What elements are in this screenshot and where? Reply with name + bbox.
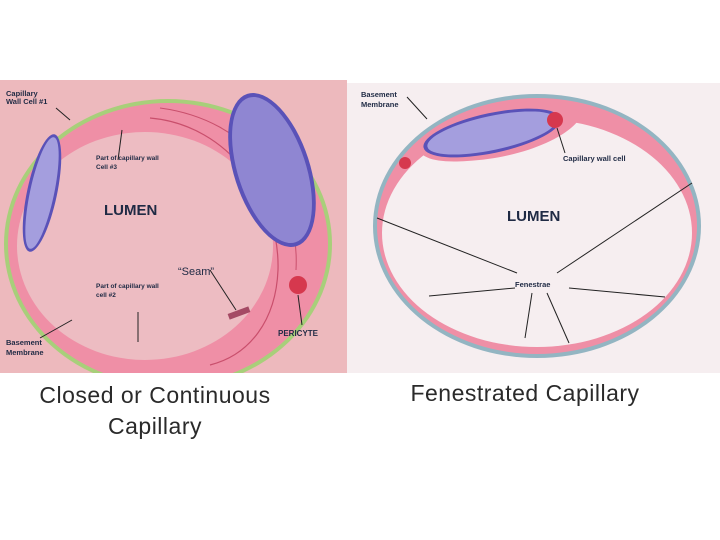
left-lumen-area (17, 132, 273, 360)
label-wall-cell-2: Part of capillary wall cell #2 (96, 283, 161, 299)
cell-1-nucleus (232, 96, 312, 244)
label-lumen-right: LUMEN (507, 208, 560, 225)
right-lumen-area (382, 119, 692, 347)
caption-fenestrated-capillary: Fenestrated Capillary (410, 380, 640, 406)
leader-fenestra-2 (376, 217, 518, 274)
leader-fenestra-1 (556, 182, 693, 274)
leader-fenestra-5 (524, 292, 533, 339)
leader-cell-1 (55, 107, 71, 121)
right-nucleus (427, 111, 557, 155)
label-basement-membrane-right: Basement Membrane (361, 90, 399, 109)
fenestrated-capillary-diagram: Basement Membrane Capillary wall cell LU… (347, 83, 720, 373)
leader-cell-3 (117, 129, 123, 161)
leader-seam (209, 269, 237, 311)
leader-pericyte (297, 294, 303, 326)
label-lumen-left: LUMEN (104, 202, 157, 219)
label-capillary-wall-cell: Capillary wall cell (563, 154, 626, 163)
pericyte-cell (289, 276, 307, 294)
caption-continuous-capillary: Closed or Continuous Capillary (0, 380, 310, 442)
leader-fenestra-6 (546, 292, 570, 344)
leader-basement-membrane (39, 319, 73, 339)
right-red-cell-2 (547, 112, 563, 128)
label-fenestrae: Fenestrae (515, 280, 550, 289)
label-wall-cell-1: Capillary Wall Cell #1 (6, 89, 47, 106)
leader-fenestra-3 (428, 287, 516, 297)
label-pericyte: PERICYTE (278, 329, 319, 338)
leader-wall-cell (556, 127, 566, 154)
caption-left-line-1: Closed or Continuous (39, 382, 271, 408)
seam-junction (227, 306, 251, 320)
continuous-capillary-diagram: Capillary Wall Cell #1 Part of capillary… (0, 80, 347, 389)
right-red-cell (399, 157, 411, 169)
caption-left-line-2: Capillary (108, 413, 202, 439)
label-basement-membrane-left: Basement Membrane (6, 338, 44, 357)
cell-3-boundary (149, 117, 279, 366)
cell-left-nucleus (25, 137, 59, 249)
leader-fenestra-4 (568, 287, 666, 298)
leader-basement-membrane-right (406, 96, 428, 120)
label-seam: “Seam” (178, 266, 214, 278)
label-wall-cell-3: Part of capillary wall Cell #3 (96, 155, 161, 171)
